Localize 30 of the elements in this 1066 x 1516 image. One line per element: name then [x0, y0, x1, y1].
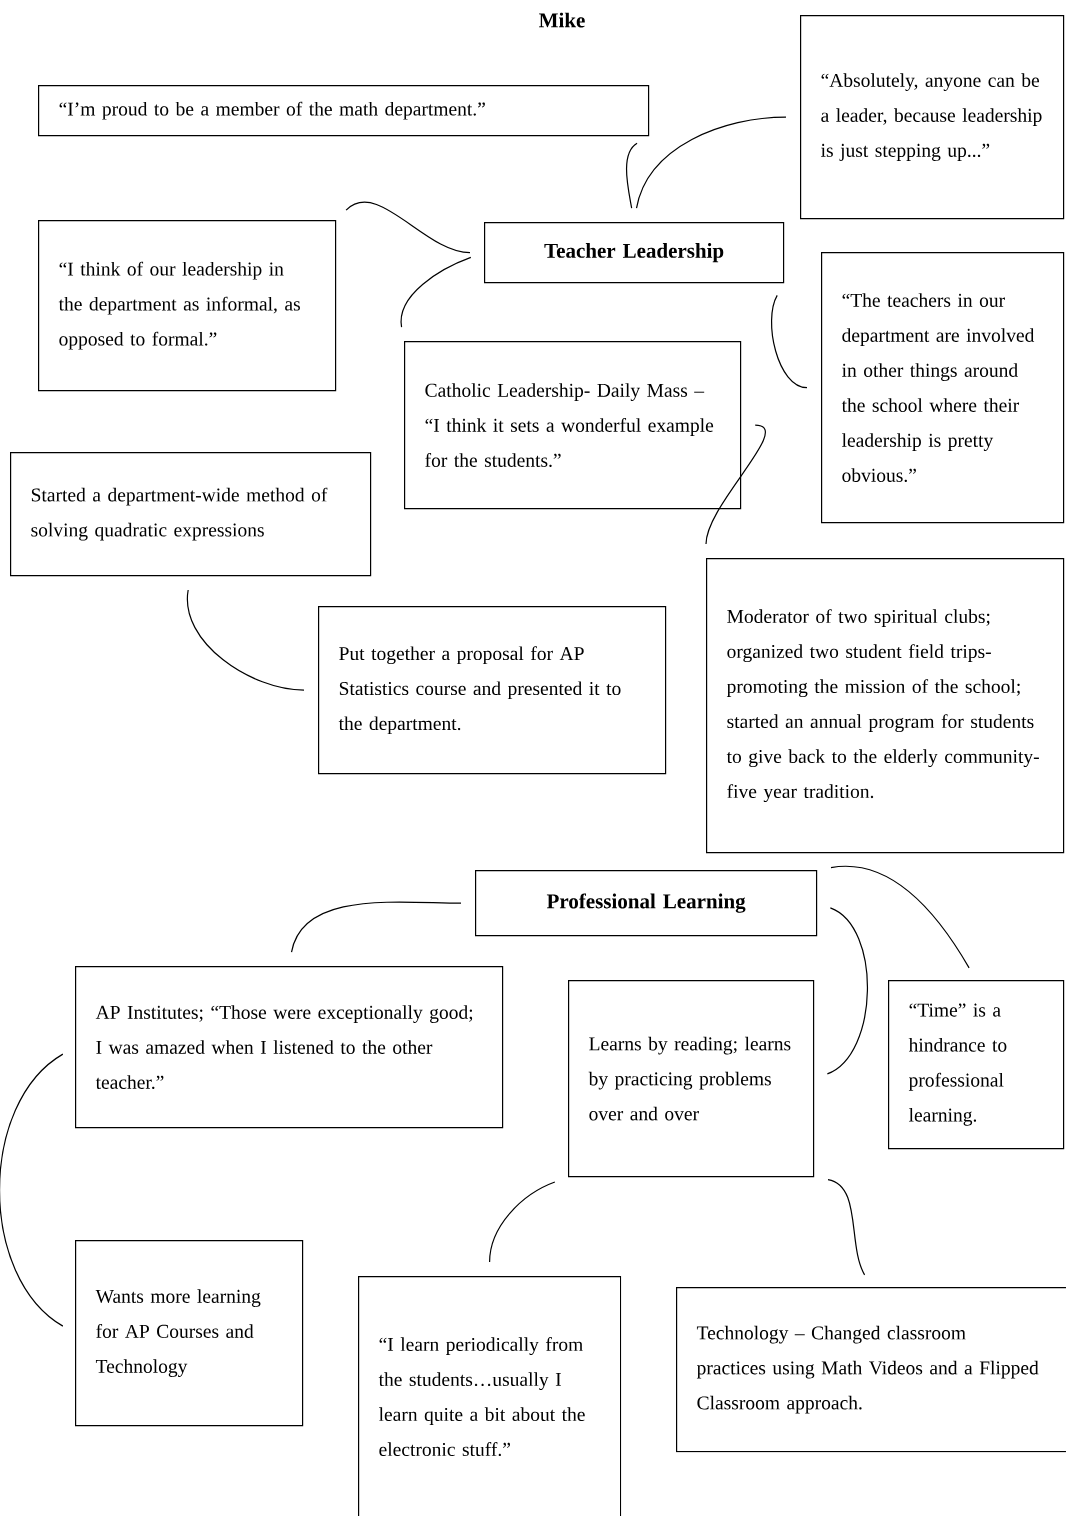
connector-arc	[826, 907, 868, 1075]
connector-arc	[290, 901, 462, 953]
text-box: “Time” is a hindrance to professional learning.	[888, 980, 1065, 1150]
connector-arc	[635, 116, 787, 209]
connector-arc	[186, 589, 305, 691]
text-box: Wants more learning for AP Courses and Technology	[75, 1240, 304, 1427]
text-box: Put together a proposal for AP Statistics course and presented it to the department.	[318, 606, 667, 775]
connector-arc	[830, 865, 970, 969]
connector-arc	[0, 1053, 64, 1327]
connector-arc	[345, 201, 471, 254]
text-box: “I learn periodically from the students…usually I learn quite a bit about the electronic stuff.”	[358, 1276, 622, 1516]
text-box: “I’m proud to be a member of the math department.”	[38, 85, 650, 137]
text-box: Moderator of two spiritual clubs; organized two student field trips-promoting the mission of the school; started an annual program for students to give back to the elderly community-five year tradition.	[706, 558, 1065, 854]
connector-arc	[770, 294, 808, 389]
connector-arc	[705, 424, 766, 545]
text-box: “The teachers in our department are involved in other things around the school where their leadership is pretty obvious.”	[821, 252, 1065, 524]
connector-arc	[827, 1179, 866, 1276]
connector-arc	[626, 142, 638, 209]
topic-box: Teacher Leadership	[484, 222, 785, 284]
text-box: “I think of our leadership in the department as informal, as opposed to formal.”	[38, 220, 337, 392]
topic-box: Professional Learning	[475, 870, 818, 937]
text-box: Learns by reading; learns by practicing problems over and over	[568, 980, 815, 1178]
text-box: AP Institutes; “Those were exceptionally good; I was amazed when I listened to the other teacher.”	[75, 966, 504, 1129]
text-box: Catholic Leadership- Daily Mass – “I think it sets a wonderful example for the students.”	[404, 341, 742, 510]
connector-arc	[489, 1181, 556, 1263]
text-box: Technology – Changed classroom practices using Math Videos and a Flipped Classroom approach.	[676, 1287, 1066, 1453]
title: Mike	[539, 12, 585, 28]
text-box: Started a department-wide method of solving quadratic expressions	[10, 452, 372, 577]
connector-arc	[400, 256, 472, 328]
text-box: “Absolutely, anyone can be a leader, because leadership is just stepping up...”	[800, 15, 1065, 220]
